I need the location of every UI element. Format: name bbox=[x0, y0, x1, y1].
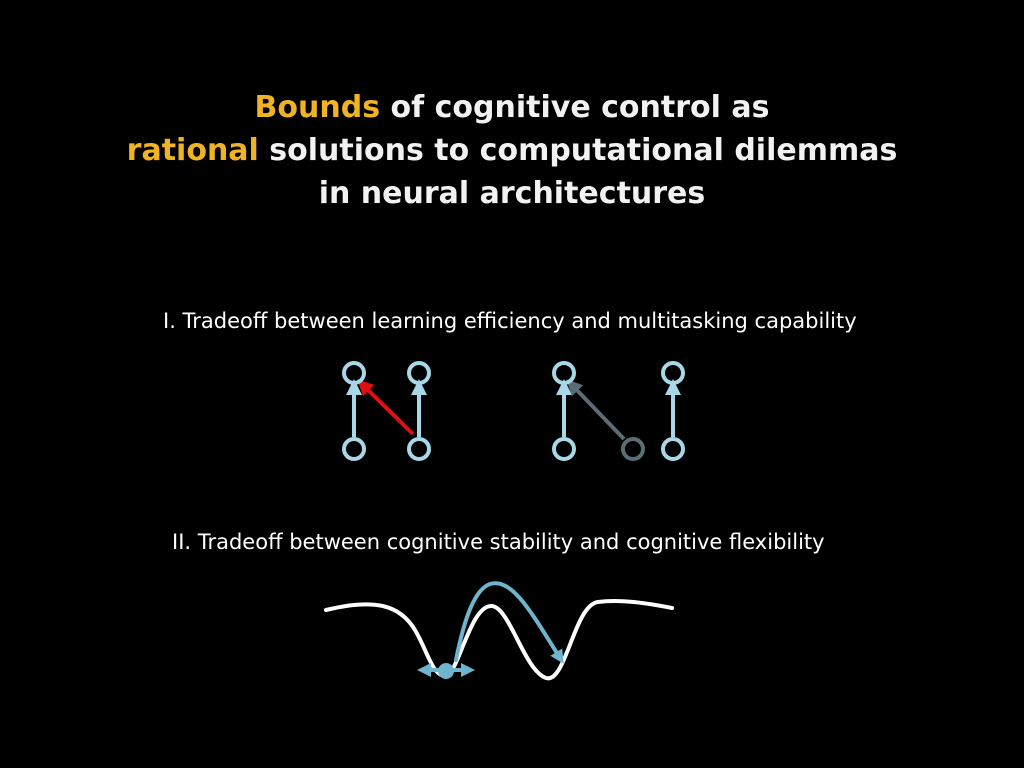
state-ball bbox=[438, 663, 454, 679]
section-2-label: II. Tradeoff between cognitive stability… bbox=[172, 530, 825, 554]
crosstalk-pathway-conflict bbox=[357, 379, 415, 436]
title-line-1: Bounds of cognitive control as bbox=[0, 86, 1024, 129]
title-highlight-rational: rational bbox=[126, 133, 259, 168]
title-line-2-text: solutions to computational dilemmas bbox=[258, 133, 898, 168]
input-node-left bbox=[552, 437, 576, 461]
slide-title: Bounds of cognitive control as rational … bbox=[0, 86, 1024, 215]
output-node-right bbox=[661, 361, 685, 385]
crosstalk-pathway-inactive bbox=[566, 379, 626, 441]
switch-arrow bbox=[454, 581, 564, 664]
title-line-1-text: of cognitive control as bbox=[380, 90, 770, 125]
input-node-left bbox=[342, 437, 366, 461]
section-1-label: I. Tradeoff between learning efficiency … bbox=[163, 309, 857, 333]
input-node-right bbox=[661, 437, 685, 461]
input-node-right bbox=[407, 437, 431, 461]
title-highlight-bounds: Bounds bbox=[254, 90, 381, 125]
output-node-right bbox=[407, 361, 431, 385]
title-line-3: in neural architectures bbox=[318, 176, 706, 211]
energy-landscape-curve bbox=[324, 598, 674, 681]
output-node-left bbox=[342, 361, 366, 385]
network-diagram-separate bbox=[552, 361, 685, 461]
output-node-left bbox=[552, 361, 576, 385]
attractor-landscape bbox=[324, 581, 674, 681]
input-node-middle-inactive bbox=[621, 437, 645, 461]
title-line-2: rational solutions to computational dile… bbox=[0, 129, 1024, 172]
network-diagram-shared bbox=[342, 361, 431, 461]
